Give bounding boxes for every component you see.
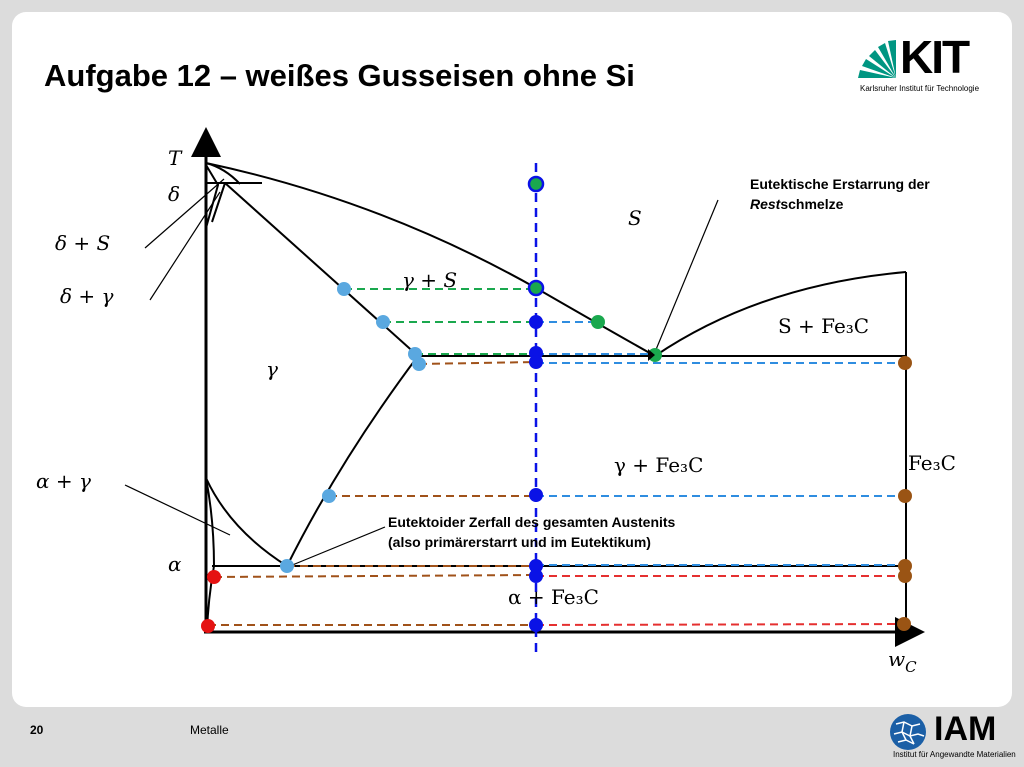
kit-fan-icon	[858, 40, 896, 78]
point-fe3c-6	[898, 559, 912, 573]
point-liquid-2	[591, 315, 605, 329]
phase-boundaries	[205, 162, 907, 633]
phase-gamma-s: γ + S	[402, 268, 457, 292]
delta-region-top	[205, 162, 241, 185]
tie-lines	[208, 288, 907, 626]
phase-alpha: α	[168, 552, 182, 576]
point-gamma-4	[412, 357, 426, 371]
point-comp-6	[529, 559, 543, 573]
point-comp-7	[529, 569, 543, 583]
eutectic-annotation-italic: Rest	[750, 196, 782, 212]
point-fe3c-8	[897, 617, 911, 631]
point-alpha-8	[201, 619, 215, 633]
slide-background	[12, 12, 1012, 707]
point-comp-5	[529, 488, 543, 502]
eutectoid-annotation-line2: (also primärerstarrt und im Eutektikum)	[388, 534, 651, 550]
pointer-delta-s	[144, 178, 225, 249]
phase-s-fe3c: S + Fe₃C	[778, 314, 869, 338]
tie-brown-7	[213, 574, 537, 578]
liquidus-right	[654, 271, 907, 357]
phase-gamma-fe3c: γ + Fe₃C	[614, 453, 703, 477]
point-fe3c-4	[898, 356, 912, 370]
y-axis-label: T	[168, 146, 183, 170]
pointer-eutectoid	[289, 526, 386, 567]
tie-brown-4	[418, 361, 537, 365]
phase-alpha-fe3c: α + Fe₃C	[508, 585, 599, 609]
point-alpha-7	[207, 570, 221, 584]
phase-delta-s: δ + S	[55, 231, 110, 255]
solidus	[224, 182, 419, 357]
phase-gamma: γ	[266, 357, 278, 381]
phase-alpha-gamma: α + γ	[36, 469, 91, 493]
point-gamma-2	[376, 315, 390, 329]
point-liquidus	[527, 279, 545, 297]
points	[201, 175, 912, 633]
phase-delta: δ	[168, 182, 180, 206]
pointer-lines	[124, 178, 719, 567]
iam-logo-subtitle: Institut für Angewandte Materialien	[893, 750, 1016, 759]
point-comp-2	[529, 315, 543, 329]
point-fe3c-5	[898, 489, 912, 503]
alpha-line-2	[205, 477, 215, 567]
delta-line-2	[211, 182, 226, 223]
acm-line	[286, 355, 419, 567]
point-comp-4	[529, 355, 543, 369]
eutectic-annotation-line2: Restschmelze	[750, 196, 844, 212]
tie-red-8	[535, 623, 907, 626]
pointer-eutectic	[654, 199, 719, 353]
pointer-alpha-gamma	[124, 484, 231, 536]
kit-logo-text: KIT	[900, 31, 970, 83]
point-eutectoid	[280, 559, 294, 573]
eutectic-annotation-line1: Eutektische Erstarrung der	[750, 176, 930, 192]
point-gamma-5	[322, 489, 336, 503]
point-eutectic-mark	[648, 349, 655, 361]
point-fe3c-7	[898, 569, 912, 583]
phase-fe3c: Fe₃C	[908, 451, 956, 475]
page-number: 20	[30, 723, 44, 737]
pointer-delta-gamma	[149, 191, 221, 301]
iam-globe-icon	[890, 714, 926, 750]
delta-line-1	[205, 164, 220, 229]
phase-s: S	[628, 206, 642, 230]
kit-logo	[858, 40, 896, 78]
point-gamma-1	[337, 282, 351, 296]
iam-logo-text: IAM	[934, 710, 997, 748]
x-axis-label-main: w	[888, 647, 905, 671]
a3-line	[205, 477, 288, 567]
x-axis-label-sub: C	[905, 658, 917, 676]
liquidus-left	[205, 162, 656, 357]
eutectoid-annotation-line1: Eutektoider Zerfall des gesamten Austeni…	[388, 514, 676, 530]
phase-delta-gamma: δ + γ	[60, 284, 114, 308]
slide-title: Aufgabe 12 – weißes Gusseisen ohne Si	[44, 58, 635, 93]
point-comp-8	[529, 618, 543, 632]
footer-label: Metalle	[190, 723, 229, 737]
x-axis-label: wC	[888, 647, 917, 676]
point-liquid	[527, 175, 545, 193]
kit-logo-subtitle: Karlsruher Institut für Technologie	[860, 84, 980, 93]
eutectic-annotation-rest: schmelze	[780, 196, 843, 212]
